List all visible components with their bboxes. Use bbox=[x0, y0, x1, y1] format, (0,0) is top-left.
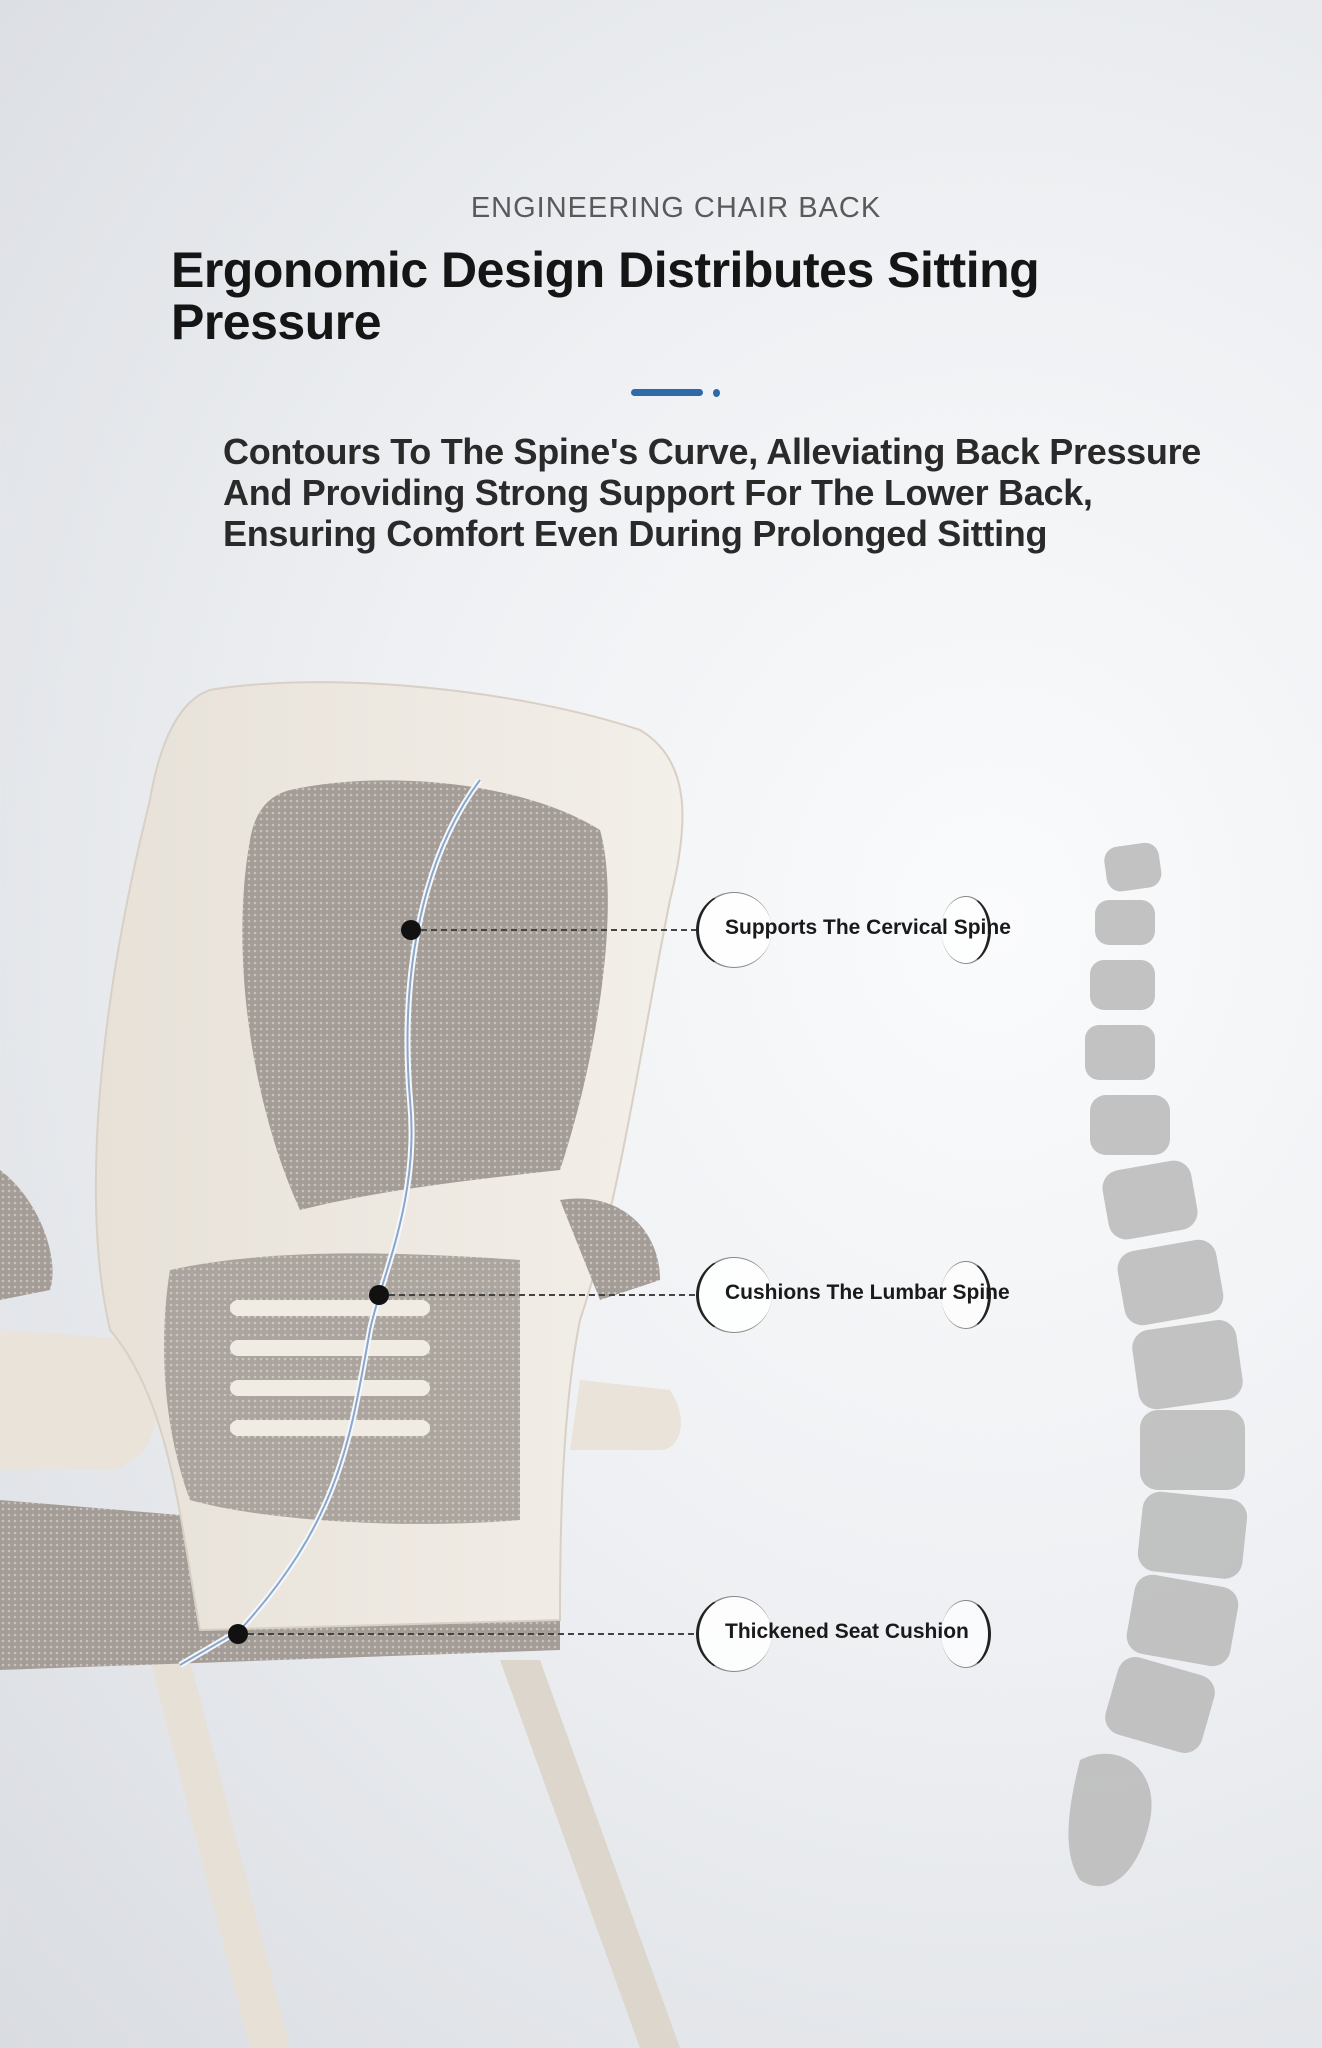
left-armrest bbox=[0, 1170, 53, 1300]
description-text: Contours To The Spine's Curve, Alleviati… bbox=[223, 431, 1202, 554]
callout-lumbar: Cushions The Lumbar Spine bbox=[696, 1257, 1010, 1333]
mesh-backrest bbox=[242, 780, 608, 1210]
callout-seat: Thickened Seat Cushion bbox=[696, 1596, 991, 1672]
callout-bubble-left bbox=[696, 892, 772, 968]
accent-divider bbox=[631, 389, 703, 396]
page-title: Ergonomic Design Distributes Sitting Pre… bbox=[171, 242, 1040, 350]
spine-vertebrae-icon bbox=[1068, 842, 1248, 1887]
accent-divider-dot bbox=[713, 389, 720, 397]
callout-bubble-right bbox=[941, 1600, 991, 1668]
lumbar-point bbox=[369, 1285, 389, 1305]
lumbar-slats bbox=[230, 1300, 430, 1436]
callout-label: Thickened Seat Cushion bbox=[725, 1620, 969, 1643]
cervical-point bbox=[401, 920, 421, 940]
callout-bubble-right bbox=[941, 896, 991, 964]
chair-legs bbox=[150, 1660, 680, 2048]
callout-bubble-left bbox=[696, 1257, 772, 1333]
callout-bubble-left bbox=[696, 1596, 772, 1672]
callout-connectors bbox=[238, 929, 696, 1635]
callout-cervical: Supports The Cervical Spine bbox=[696, 892, 1011, 968]
callout-label: Supports The Cervical Spine bbox=[725, 916, 1011, 939]
callout-label: Cushions The Lumbar Spine bbox=[725, 1281, 1010, 1304]
right-armrest bbox=[560, 1198, 660, 1300]
seat-point bbox=[228, 1624, 248, 1644]
callout-bubble-right bbox=[941, 1261, 991, 1329]
section-eyebrow: ENGINEERING CHAIR BACK bbox=[470, 192, 882, 224]
